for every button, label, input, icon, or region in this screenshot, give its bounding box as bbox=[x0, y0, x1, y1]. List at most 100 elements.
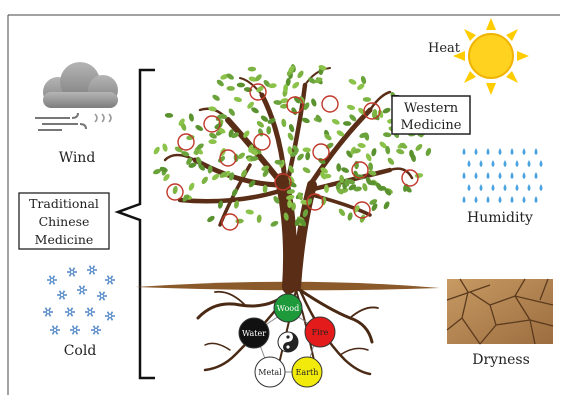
leaf bbox=[217, 127, 226, 134]
five-elements: Wood Fire Water Metal Earth bbox=[238, 293, 336, 388]
raindrop bbox=[474, 196, 478, 203]
cracked-earth-image bbox=[446, 278, 554, 345]
humidity-label: Humidity bbox=[467, 210, 533, 226]
leaf bbox=[256, 86, 264, 93]
leaf bbox=[250, 156, 259, 162]
leaf bbox=[217, 200, 224, 209]
leaf bbox=[274, 159, 283, 165]
leaf bbox=[382, 107, 391, 114]
metal-label: Metal bbox=[258, 368, 282, 377]
tcm-label-line3: Medicine bbox=[35, 232, 94, 247]
leaf bbox=[320, 167, 328, 174]
leaf bbox=[207, 215, 215, 223]
leaf bbox=[365, 153, 372, 162]
water-label: Water bbox=[242, 329, 266, 338]
highlight-circle bbox=[401, 169, 419, 187]
leaf bbox=[219, 113, 228, 119]
sun-icon bbox=[453, 18, 529, 95]
leaf bbox=[229, 172, 235, 181]
leaf bbox=[254, 147, 262, 155]
leaf bbox=[233, 200, 240, 209]
dryness-label: Dryness bbox=[472, 352, 530, 368]
leaf bbox=[233, 96, 242, 103]
leaf bbox=[219, 171, 228, 178]
leaf bbox=[285, 77, 291, 87]
snowflake bbox=[77, 285, 87, 295]
leaf bbox=[164, 112, 174, 118]
raindrop bbox=[498, 148, 502, 155]
western-label-line2: Medicine bbox=[401, 118, 462, 133]
leaf bbox=[318, 65, 327, 71]
snowflake bbox=[87, 265, 97, 275]
raindrop bbox=[491, 184, 495, 191]
leaf bbox=[396, 148, 405, 155]
leaf bbox=[302, 147, 311, 153]
snowflake bbox=[65, 307, 75, 317]
raindrop bbox=[527, 184, 531, 191]
leaf bbox=[216, 79, 224, 87]
raindrop bbox=[527, 160, 531, 167]
highlight-circle bbox=[166, 183, 184, 201]
leaf bbox=[247, 66, 257, 72]
leaf bbox=[410, 153, 416, 163]
highlight-circle bbox=[286, 96, 304, 114]
leaf bbox=[268, 83, 277, 89]
leaf bbox=[372, 109, 378, 118]
leaf bbox=[237, 152, 246, 160]
fire-element bbox=[304, 316, 336, 348]
tcm-box bbox=[18, 192, 110, 250]
leaf bbox=[208, 106, 217, 112]
leaf bbox=[336, 130, 345, 137]
snowflake bbox=[47, 275, 57, 285]
raindrop bbox=[479, 184, 483, 191]
raindrop bbox=[534, 172, 538, 179]
leaf bbox=[195, 125, 204, 131]
leaf bbox=[186, 157, 193, 165]
leaf bbox=[348, 184, 357, 191]
raindrop bbox=[522, 196, 526, 203]
raindrop bbox=[486, 172, 490, 179]
raindrop bbox=[539, 184, 543, 191]
leaf bbox=[201, 176, 208, 184]
leaf bbox=[256, 121, 264, 128]
leaf bbox=[247, 101, 254, 109]
leaf bbox=[260, 115, 269, 122]
raindrop bbox=[522, 148, 526, 155]
highlight-circle bbox=[353, 201, 371, 219]
raindrop bbox=[486, 148, 490, 155]
leaf bbox=[379, 141, 387, 149]
raindrop bbox=[462, 172, 466, 179]
raindrop bbox=[498, 196, 502, 203]
leaf bbox=[207, 165, 213, 174]
leaf bbox=[352, 148, 361, 154]
raindrop bbox=[467, 160, 471, 167]
raindrop bbox=[510, 172, 514, 179]
leaf bbox=[181, 151, 190, 157]
leaf bbox=[273, 196, 280, 204]
leaf bbox=[299, 219, 307, 227]
leaf bbox=[273, 100, 282, 105]
raindrop bbox=[534, 196, 538, 203]
leaf bbox=[303, 102, 310, 111]
leaf bbox=[415, 143, 423, 151]
leaf bbox=[287, 132, 294, 141]
leaf bbox=[308, 77, 316, 84]
leaf bbox=[371, 203, 378, 212]
leaf bbox=[228, 108, 235, 116]
highlight-circle bbox=[203, 115, 221, 133]
leaf bbox=[178, 118, 185, 126]
raindrop bbox=[503, 184, 507, 191]
leaf bbox=[335, 181, 342, 190]
raindrop bbox=[491, 160, 495, 167]
raindrop bbox=[515, 184, 519, 191]
fire-label: Fire bbox=[312, 328, 329, 337]
leaf bbox=[245, 209, 254, 215]
leaf bbox=[280, 103, 289, 109]
raindrop bbox=[462, 148, 466, 155]
raindrop bbox=[474, 148, 478, 155]
leaf bbox=[359, 132, 368, 139]
leaf bbox=[341, 167, 350, 173]
leaf bbox=[349, 114, 357, 122]
western-label-line1: Western bbox=[404, 101, 459, 116]
leaf bbox=[198, 163, 205, 171]
